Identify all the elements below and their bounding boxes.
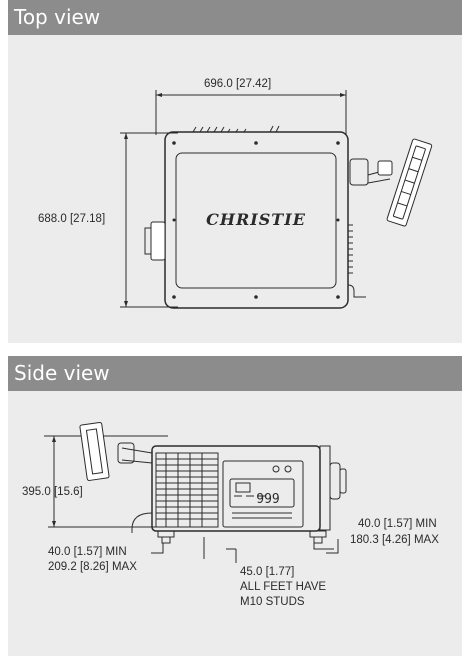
- right-foot-max-label: 180.3 [4.26] MAX: [350, 534, 439, 546]
- feet-note-line1: ALL FEET HAVE: [240, 581, 327, 593]
- side-view-header: Side view: [8, 356, 462, 391]
- foot-spacing-label: 45.0 [1.77]: [240, 566, 295, 578]
- feet-note-line2: M10 STUDS: [240, 596, 305, 608]
- top-view-header: Top view: [8, 0, 462, 35]
- spec-sheet: Top view: [8, 0, 462, 656]
- height-dimension-label: 395.0 [15.6]: [22, 486, 83, 498]
- top-view-drawing: CHRISTIE: [120, 90, 433, 309]
- display-readout: 999: [256, 492, 279, 507]
- top-view-panel: CHRISTIE 696.0 [27.42] 688.0 [27.18]: [8, 35, 462, 343]
- left-foot-max-label: 209.2 [8.26] MAX: [48, 561, 137, 573]
- side-view-panel: 999 395.0 [15.6] 40.0 [1.57] MIN 209.2 […: [8, 391, 462, 656]
- projector-body: [164, 131, 349, 309]
- top-view-title: Top view: [14, 5, 101, 29]
- side-control-arm: [79, 421, 153, 481]
- side-view-title: Side view: [14, 361, 110, 385]
- brand-logo: CHRISTIE: [206, 210, 306, 229]
- depth-dimension-label: 688.0 [27.18]: [38, 213, 106, 225]
- width-dimension-label: 696.0 [27.42]: [204, 78, 272, 90]
- top-panel: [175, 152, 337, 289]
- control-arm: [349, 138, 433, 227]
- side-view-drawing: 999: [44, 421, 347, 563]
- right-foot-min-label: 40.0 [1.57] MIN: [358, 518, 437, 530]
- left-foot-min-label: 40.0 [1.57] MIN: [48, 546, 127, 558]
